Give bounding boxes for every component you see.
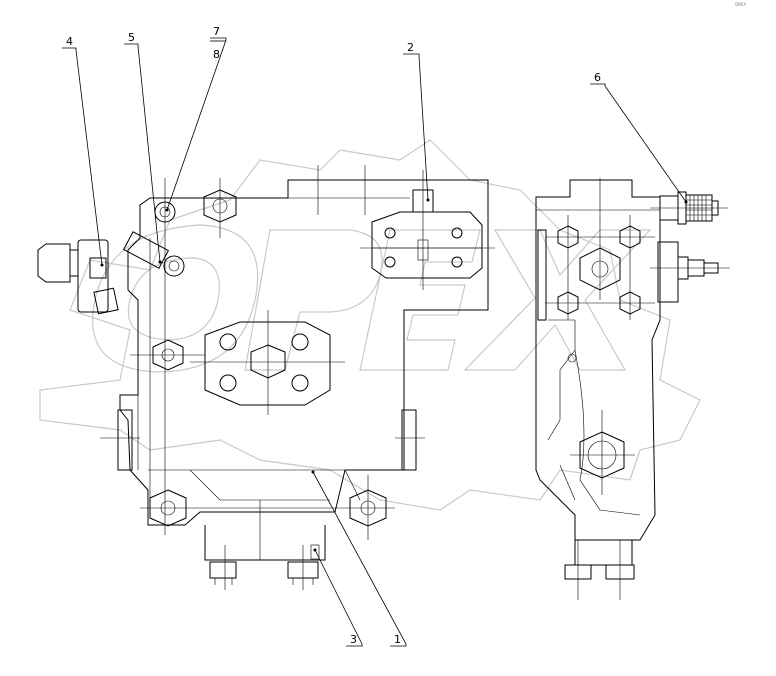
top-cover-plate (371, 189, 483, 279)
callout-3: 3 (350, 633, 357, 646)
item-4-fitting (89, 257, 107, 279)
left-side-boss (117, 409, 133, 471)
item-4-lower-fitting (93, 287, 119, 315)
side-view-centerlines (545, 178, 655, 600)
callout-6: 6 (594, 71, 601, 84)
side-port-boss (657, 241, 679, 303)
center-flange-plate (204, 321, 331, 406)
bottom-nut-left (209, 561, 237, 579)
bottom-left-hex-bolt (149, 489, 187, 527)
item-5-elbow (122, 231, 170, 269)
left-view-centerlines (100, 165, 495, 590)
left-hex-bolt (152, 339, 184, 371)
leader-lines (62, 37, 688, 647)
relief-valve-body (77, 239, 109, 313)
pressure-sensor-item-6 (650, 191, 728, 225)
side-view-body (535, 179, 679, 580)
relief-valve-cap (37, 243, 71, 283)
callout-7: 7 (213, 25, 220, 38)
callout-5: 5 (128, 31, 135, 44)
callout-1: 1 (394, 633, 401, 646)
corner-mark: OPEX (735, 2, 746, 7)
callout-8: 8 (213, 48, 220, 61)
side-port-fitting (650, 256, 730, 280)
watermark-gear (39, 139, 701, 511)
callout-2: 2 (407, 41, 414, 54)
side-bottom-block (574, 539, 633, 566)
right-side-boss (401, 409, 417, 471)
main-valve-body (117, 179, 489, 585)
bottom-port-plug (310, 544, 320, 560)
relief-valve-assembly (37, 231, 185, 315)
callout-4: 4 (66, 35, 73, 48)
